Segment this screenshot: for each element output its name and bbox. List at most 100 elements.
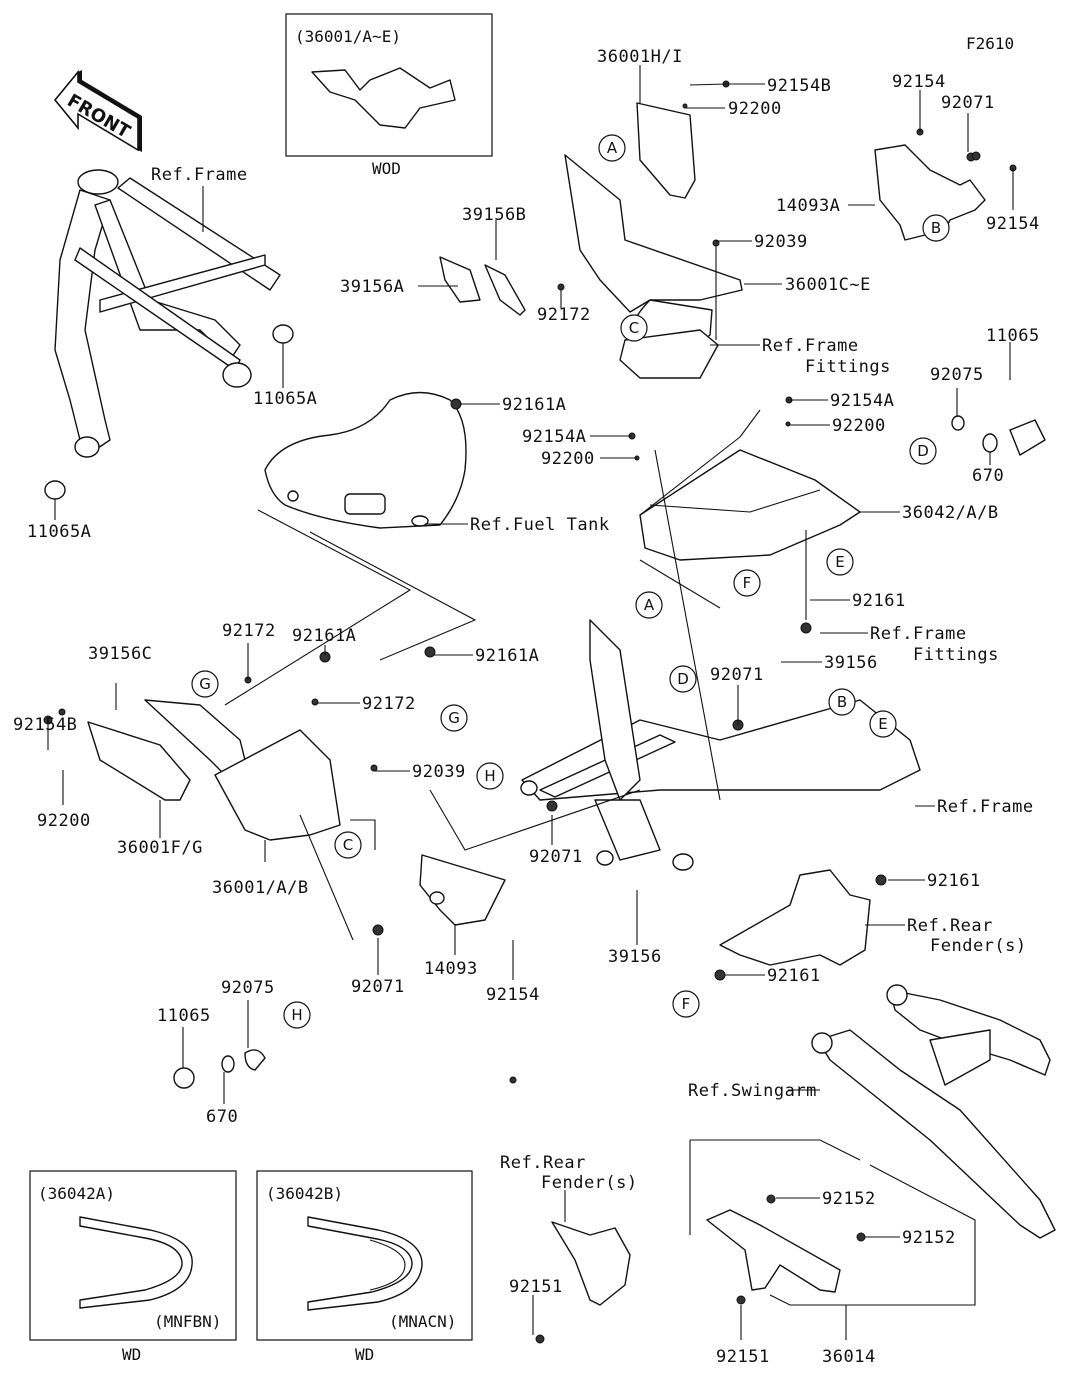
- part-label: 92200: [728, 99, 782, 119]
- part-label: 11065: [986, 326, 1040, 346]
- part-label: 92161: [927, 871, 981, 891]
- svg-text:B: B: [931, 219, 941, 237]
- front-arrow-icon: FRONT: [53, 69, 142, 152]
- callout-a-upper: A: [598, 134, 626, 162]
- part-label: 670: [206, 1107, 238, 1127]
- grab-rail-icon: [307, 1216, 423, 1311]
- part-label: 11065: [157, 1006, 211, 1026]
- part-label: 92151: [716, 1347, 770, 1367]
- fuel-tank-drawing: [264, 391, 467, 529]
- part-label: Ref.Fuel Tank: [470, 515, 610, 535]
- part-label: 36001F/G: [117, 838, 203, 858]
- part-label: Fittings: [805, 357, 891, 377]
- part-label: 92039: [412, 762, 466, 782]
- inset-36001-variants: (36001/A~E) WOD: [285, 13, 493, 178]
- inset-variant: (MNACN): [389, 1312, 456, 1331]
- cover-14093a-drawing: [874, 144, 986, 241]
- part-label: Ref.Frame: [937, 797, 1034, 817]
- svg-text:G: G: [199, 675, 211, 693]
- svg-text:F: F: [743, 574, 752, 592]
- callout-h-center: H: [476, 762, 504, 790]
- part-label: Ref.Frame: [151, 165, 248, 185]
- inset-title: (36042A): [38, 1184, 115, 1203]
- svg-text:H: H: [291, 1006, 302, 1024]
- inset-variant: (MNFBN): [154, 1312, 221, 1331]
- callouts: A B C D E F A D B E G G H C F H: [191, 134, 950, 1029]
- part-label: 36001C~E: [785, 275, 871, 295]
- callout-f-lower: F: [672, 990, 700, 1018]
- callout-c-upper: C: [620, 314, 648, 342]
- part-label: 36014: [822, 1347, 876, 1367]
- svg-text:D: D: [917, 442, 929, 460]
- callout-a-lower: A: [635, 591, 663, 619]
- part-label: 92154: [486, 985, 540, 1005]
- part-label: Ref.Rear: [907, 916, 993, 936]
- hardware-drawing: [43, 80, 1046, 1344]
- side-cover-upper-drawing: [439, 102, 743, 379]
- inset-36042b-variant: (36042B) (MNACN) WD: [256, 1170, 473, 1364]
- figure-code: F2610: [966, 34, 1014, 53]
- part-label: 92152: [902, 1228, 956, 1248]
- part-label: 92154: [892, 72, 946, 92]
- svg-text:C: C: [629, 319, 639, 337]
- part-label: 92071: [710, 665, 764, 685]
- part-label: 39156: [608, 947, 662, 967]
- rear-frame-drawing: [520, 619, 921, 871]
- svg-text:H: H: [484, 767, 495, 785]
- svg-text:E: E: [878, 715, 887, 733]
- part-label: 92154: [986, 214, 1040, 234]
- part-label: 92172: [222, 621, 276, 641]
- cover-14093-drawing: [419, 854, 506, 926]
- part-label: 92071: [941, 93, 995, 113]
- part-label: 14093: [424, 959, 478, 979]
- part-label: 92200: [37, 811, 91, 831]
- svg-text:C: C: [343, 836, 353, 854]
- inset-caption: WD: [355, 1345, 374, 1364]
- leader-lines: [47, 65, 1014, 1340]
- part-label: 39156: [824, 653, 878, 673]
- inset-36042a-variant: (36042A) (MNFBN) WD: [29, 1170, 237, 1364]
- part-label: 92075: [930, 365, 984, 385]
- chain-guard-drawing: [551, 1209, 841, 1306]
- callout-g-left: G: [191, 670, 219, 698]
- rear-cowl-drawing: [639, 449, 861, 561]
- part-label: 92161A: [475, 646, 539, 666]
- part-label: 92200: [832, 416, 886, 436]
- callout-g-right: G: [440, 704, 468, 732]
- part-label: 92071: [351, 977, 405, 997]
- side-cover-lower-drawing: [87, 699, 341, 841]
- callout-d-lower: D: [669, 665, 697, 693]
- part-label: 92161A: [292, 626, 356, 646]
- inset-caption: WOD: [372, 159, 401, 178]
- part-label: 92154B: [13, 715, 77, 735]
- part-label: Fittings: [913, 645, 999, 665]
- inset-caption: WD: [122, 1345, 141, 1364]
- part-label: 92075: [221, 978, 275, 998]
- inset-title: (36001/A~E): [295, 27, 401, 46]
- part-label: 39156B: [462, 205, 526, 225]
- part-label: 92154A: [830, 391, 894, 411]
- callout-c-lower: C: [334, 831, 362, 859]
- callout-d-upper: D: [909, 437, 937, 465]
- part-label: 670: [972, 466, 1004, 486]
- part-label: 92071: [529, 847, 583, 867]
- part-label: 92200: [541, 449, 595, 469]
- part-label: 92172: [537, 305, 591, 325]
- part-label: 92154B: [767, 76, 831, 96]
- swingarm-drawing: [811, 984, 1056, 1239]
- side-cover-icon: [311, 67, 456, 129]
- callout-e-upper: E: [826, 548, 854, 576]
- part-label: 36042/A/B: [902, 503, 999, 523]
- part-label: 11065A: [253, 389, 317, 409]
- part-label: 39156C: [88, 644, 152, 664]
- svg-text:G: G: [448, 709, 460, 727]
- part-label: Fender(s): [930, 936, 1027, 956]
- part-label: 92152: [822, 1189, 876, 1209]
- callout-h-lower: H: [283, 1001, 311, 1029]
- svg-text:E: E: [835, 553, 844, 571]
- part-label: 92161A: [502, 395, 566, 415]
- callout-e-lower: E: [869, 710, 897, 738]
- rear-fender-upper-drawing: [714, 869, 887, 981]
- grab-rail-icon: [79, 1216, 193, 1309]
